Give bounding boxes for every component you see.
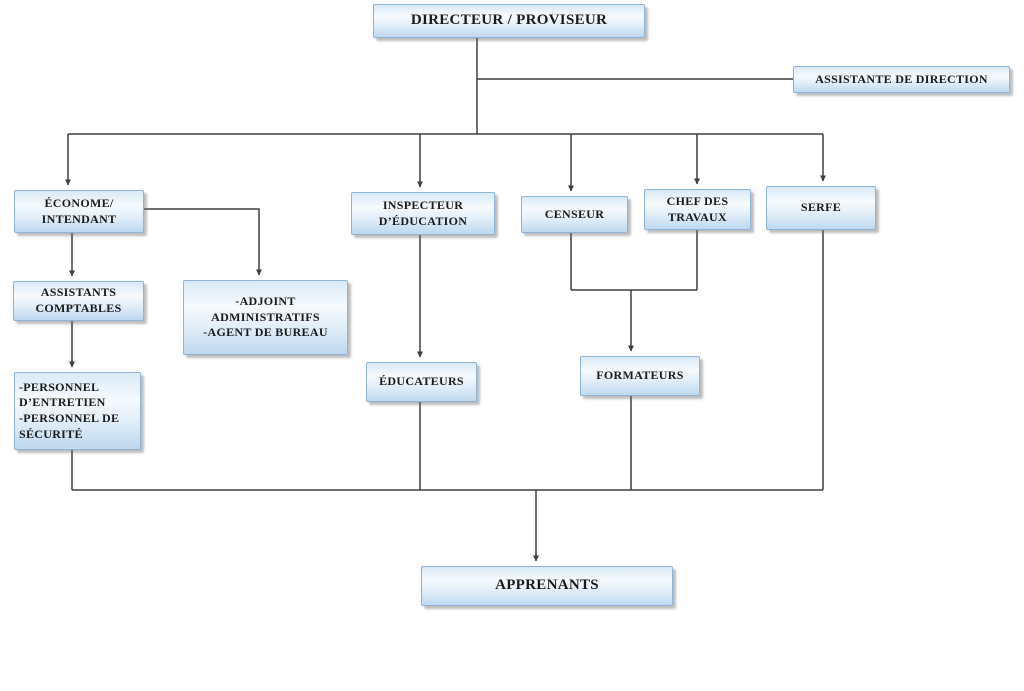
node-apprenants-label: APPRENANTS <box>495 577 599 594</box>
node-censeur: CENSEUR <box>521 196 628 233</box>
node-chef-des-travaux-label: CHEF DES TRAVAUX <box>666 193 729 224</box>
node-inspecteur-education: INSPECTEUR D’ÉDUCATION <box>351 192 495 235</box>
node-assistants-comptables-label: ASSISTANTS COMPTABLES <box>35 285 122 315</box>
node-censeur-label: CENSEUR <box>544 206 605 221</box>
node-inspecteur-education-label: INSPECTEUR D’ÉDUCATION <box>378 197 468 228</box>
node-assistants-comptables: ASSISTANTS COMPTABLES <box>13 281 144 321</box>
node-apprenants: APPRENANTS <box>421 566 673 606</box>
node-personnel-label: -PERSONNEL D’ENTRETIEN -PERSONNEL DE SÉC… <box>19 379 120 441</box>
node-directeur-proviseur-label: DIRECTEUR / PROVISEUR <box>410 12 608 29</box>
node-chef-des-travaux: CHEF DES TRAVAUX <box>644 189 751 230</box>
node-adjoint-administratifs: -ADJOINT ADMINISTRATIFS -AGENT DE BUREAU <box>183 280 348 355</box>
node-assistante-de-direction-label: ASSISTANTE DE DIRECTION <box>815 71 988 86</box>
node-adjoint-administratifs-label: -ADJOINT ADMINISTRATIFS -AGENT DE BUREAU <box>203 294 328 340</box>
node-econome-intendant: ÉCONOME/ INTENDANT <box>14 190 144 233</box>
node-serfe-label: SERFE <box>800 200 842 215</box>
node-educateurs-label: ÉDUCATEURS <box>379 374 464 389</box>
node-educateurs: ÉDUCATEURS <box>366 362 477 402</box>
node-personnel: -PERSONNEL D’ENTRETIEN -PERSONNEL DE SÉC… <box>14 372 141 450</box>
node-assistante-de-direction: ASSISTANTE DE DIRECTION <box>793 66 1010 93</box>
node-serfe: SERFE <box>766 186 876 230</box>
connector-econome-adjoint <box>144 208 262 276</box>
node-directeur-proviseur: DIRECTEUR / PROVISEUR <box>373 4 645 38</box>
node-formateurs: FORMATEURS <box>580 356 700 396</box>
node-formateurs-label: FORMATEURS <box>596 368 684 383</box>
node-econome-intendant-label: ÉCONOME/ INTENDANT <box>41 195 117 226</box>
